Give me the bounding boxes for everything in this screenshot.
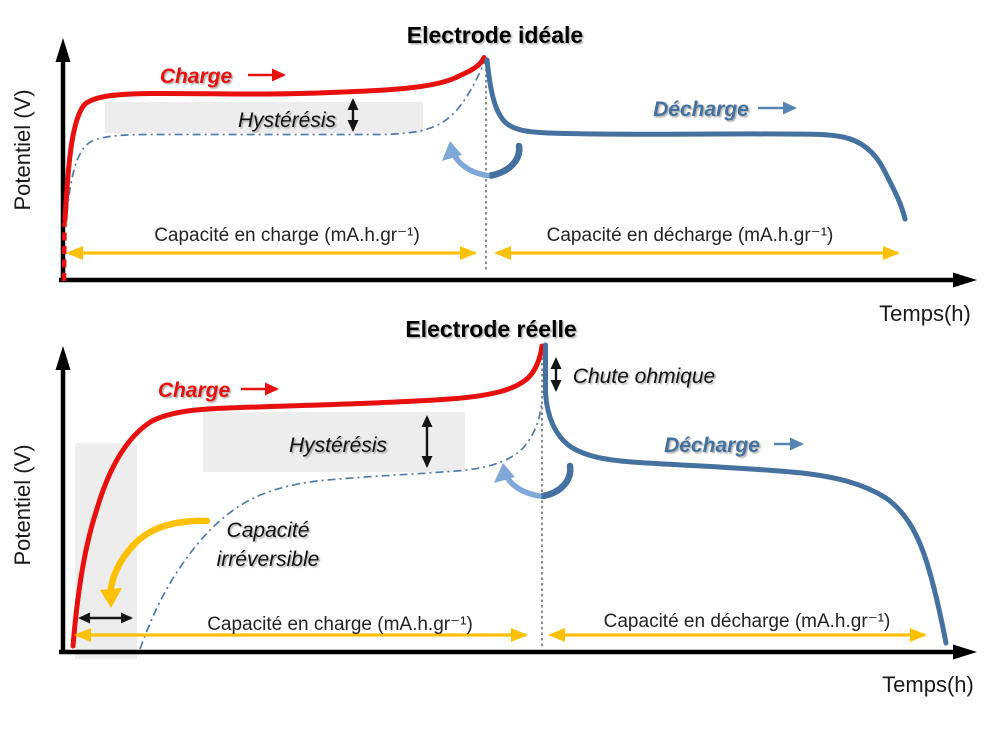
real-charge-curve bbox=[70, 343, 545, 649]
ideal-x-axis-arrowhead-icon bbox=[953, 272, 977, 288]
ideal-hysteresis-label: Hystérésis bbox=[238, 109, 337, 132]
real-flip-arrowhead-icon bbox=[494, 463, 515, 483]
real-irreversible-label-line2: irréversible bbox=[217, 548, 320, 571]
ideal-y-axis-label: Potentiel (V) bbox=[10, 89, 35, 210]
real-x-axis-label: Temps(h) bbox=[882, 672, 974, 697]
real-capacity-charge-label: Capacité en charge (mA.h.gr⁻¹) bbox=[207, 614, 473, 635]
ideal-discharge-label: Décharge bbox=[653, 98, 749, 121]
real-x-axis-arrowhead-icon bbox=[953, 644, 977, 660]
real-capacity-discharge-label: Capacité en décharge (mA.h.gr⁻¹) bbox=[604, 611, 891, 632]
ideal-discharge-mirror-dashdot-curve bbox=[66, 60, 486, 214]
ideal-flip-arrow-light-arc bbox=[450, 150, 490, 179]
real-charge-label: Charge bbox=[158, 379, 231, 402]
real-title: Electrode réelle bbox=[405, 316, 576, 342]
ideal-x-axis-label: Temps(h) bbox=[879, 301, 971, 326]
real-discharge-mirror-dashdot-curve bbox=[139, 403, 543, 650]
real-y-axis-arrowhead-icon bbox=[55, 346, 71, 370]
real-discharge-label: Décharge bbox=[664, 434, 760, 457]
real-discharge-curve bbox=[543, 342, 949, 646]
real-hysteresis-band bbox=[203, 412, 465, 472]
ideal-title: Electrode idéale bbox=[407, 22, 583, 48]
ideal-y-axis-arrowhead-icon bbox=[55, 38, 71, 62]
real-hysteresis-label: Hystérésis bbox=[289, 434, 388, 457]
real-y-axis-label: Potentiel (V) bbox=[10, 444, 35, 565]
ideal-flip-arrow-dark-arc bbox=[487, 142, 523, 179]
ideal-capacity-charge-label: Capacité en charge (mA.h.gr⁻¹) bbox=[154, 225, 420, 246]
ideal-flip-arrowhead-icon bbox=[442, 141, 462, 161]
real-ohmic-drop-label: Chute ohmique bbox=[573, 365, 715, 388]
real-flip-arrow-dark-arc bbox=[539, 462, 574, 500]
ideal-hysteresis-band bbox=[105, 102, 423, 133]
ideal-discharge-curve bbox=[484, 57, 908, 222]
ideal-charge-curve bbox=[62, 55, 487, 223]
ideal-charge-curve-dashed-start bbox=[61, 221, 67, 282]
ideal-charge-label: Charge bbox=[160, 65, 233, 88]
real-irreversible-label-line1: Capacité bbox=[227, 519, 310, 542]
real-irreversible-pointer-arrowhead-icon bbox=[100, 588, 122, 608]
ideal-capacity-discharge-label: Capacité en décharge (mA.h.gr⁻¹) bbox=[547, 225, 834, 246]
panel-real: Electrode réelle Potentiel (V) Temps(h) … bbox=[10, 316, 977, 697]
real-irreversible-pointer-arc bbox=[107, 517, 211, 592]
panel-ideal: Electrode idéale Potentiel (V) Temps(h) … bbox=[10, 22, 977, 326]
